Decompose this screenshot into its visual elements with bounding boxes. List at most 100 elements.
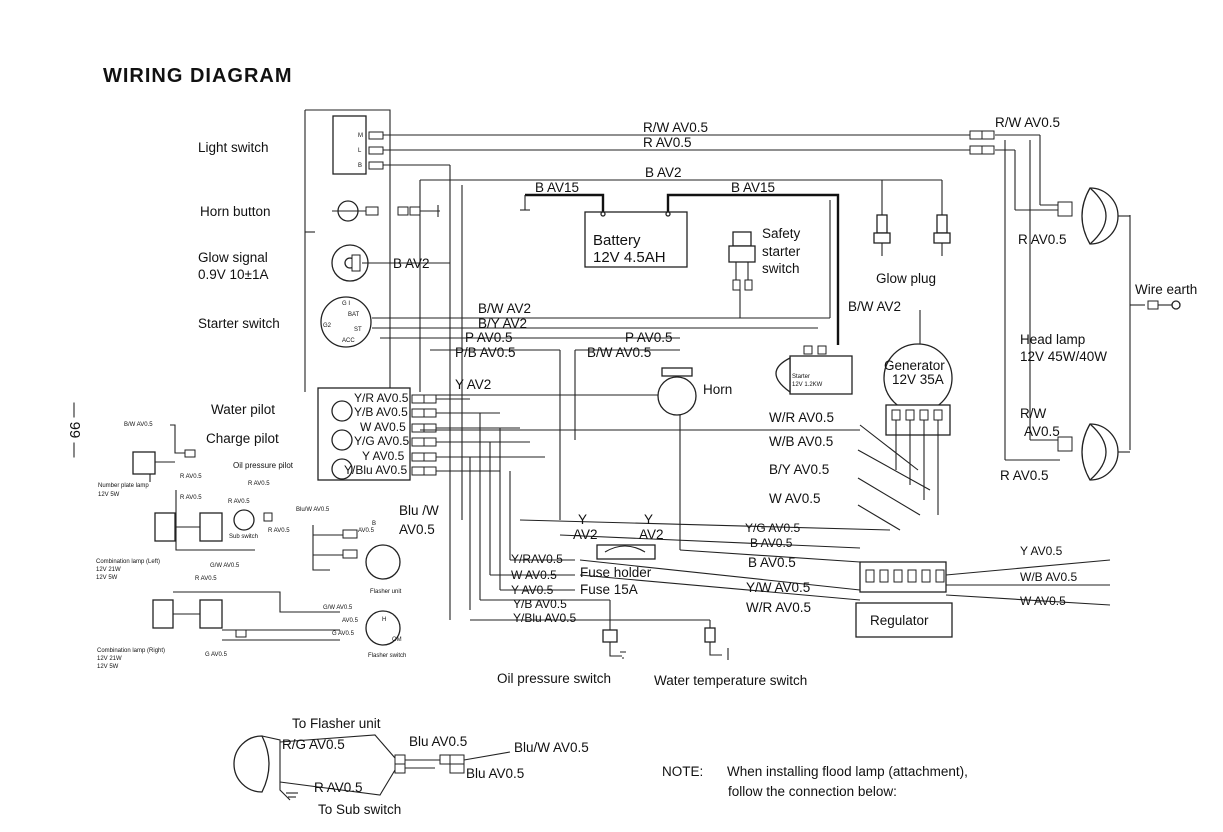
wire-w-av05-bot: W AV0.5	[511, 568, 557, 582]
wire-y-reg-r: Y AV0.5	[1020, 544, 1063, 558]
wire-by-gen: B/Y AV0.5	[769, 462, 829, 477]
water-temp-switch-label: Water temperature switch	[654, 673, 807, 688]
wire-p-av05-left: P AV0.5	[465, 330, 513, 345]
g-av05-right-wire: G AV0.5	[205, 652, 228, 658]
comb-lamp-left-spec1: 12V 21W	[96, 567, 121, 573]
wire-wb-reg-r: W/B AV0.5	[1020, 570, 1077, 584]
pilot-yr: Y/R AV0.5	[354, 391, 409, 405]
wire-b-reg-2: B AV0.5	[748, 555, 796, 570]
note-line1: When installing flood lamp (attachment),	[727, 764, 968, 779]
wire-b-reg-1: B AV0.5	[750, 536, 793, 550]
blu-w-small-wire: Blu/W AV0.5	[296, 507, 330, 513]
comb-lamp-left-spec2: 12V 5W	[96, 575, 118, 581]
oil-pressure-switch	[602, 629, 626, 659]
starter-switch: G I BAT G2 ST ACC	[320, 296, 372, 348]
number-plate-lamp-label: Number plate lamp	[98, 483, 149, 489]
wire-earth	[1147, 300, 1181, 310]
horn-button-label: Horn button	[200, 204, 271, 219]
glow-signal-spec: 0.9V 10±1A	[198, 267, 268, 282]
comb-lamp-left	[154, 490, 273, 551]
svg-text:M: M	[358, 133, 363, 139]
inset-blu-2: Blu AV0.5	[466, 766, 524, 781]
wire-y-av05-bot: Y AV0.5	[511, 583, 554, 597]
svg-text:BAT: BAT	[348, 312, 360, 318]
page-number: — 99 —	[66, 402, 83, 457]
g-av05-fs-wire: G AV0.5	[332, 631, 355, 637]
glow-plug-label: Glow plug	[876, 271, 936, 286]
starter-label: Starter	[792, 374, 810, 380]
wire-y-fuse-3: Y	[644, 512, 653, 527]
pilot-lamps	[317, 387, 437, 481]
safety-switch-label-3: switch	[762, 261, 800, 276]
comb-lamp-right-spec2: 12V 5W	[97, 664, 119, 670]
generator-label: Generator	[884, 358, 945, 373]
wire-bw-av2: B/W AV2	[478, 301, 531, 316]
fuse-holder	[596, 544, 656, 560]
charge-pilot-label: Charge pilot	[206, 431, 279, 446]
safety-starter-switch	[728, 231, 756, 291]
wire-blu-w-1: Blu /W	[399, 503, 439, 518]
svg-text:G2: G2	[323, 323, 332, 329]
wire-yg-reg: Y/G AV0.5	[745, 521, 800, 535]
flasher-switch-label: Flasher switch	[368, 653, 406, 659]
comb-lamp-right	[152, 591, 340, 641]
flasher-unit-label: Flasher unit	[370, 589, 402, 595]
gw-av05-fs-wire: G/W AV0.5	[323, 605, 353, 611]
battery-cables	[520, 193, 840, 345]
svg-text:ACC: ACC	[342, 338, 355, 344]
water-pilot-label: Water pilot	[211, 402, 275, 417]
number-plate-lamp-spec: 12V 5W	[98, 492, 120, 498]
wire-p-av05-right: P AV0.5	[625, 330, 673, 345]
pilot-yb: Y/B AV0.5	[354, 405, 408, 419]
wire-labels: R/W AV0.5 R AV0.5 B AV2 B AV15 B AV15 B …	[393, 115, 1077, 625]
light-switch-label: Light switch	[198, 140, 269, 155]
wire-b-av15-left: B AV15	[535, 180, 579, 195]
wire-blu-w-2: AV0.5	[399, 522, 435, 537]
wire-yblu-av05-bot: Y/Blu AV0.5	[513, 611, 576, 625]
flood-lamp-inset	[233, 734, 511, 801]
safety-switch-label-2: starter	[762, 244, 801, 259]
diagram-title: WIRING DIAGRAM	[103, 65, 293, 87]
svg-text:L: L	[358, 148, 362, 154]
starter-switch-label: Starter switch	[198, 316, 280, 331]
wire-wr-reg: W/R AV0.5	[746, 600, 811, 615]
regulator-label: Regulator	[870, 613, 929, 628]
head-lamp-upper	[1057, 187, 1130, 245]
wire-y-av2: Y AV2	[455, 377, 491, 392]
fs-h-terminal: H	[382, 617, 386, 623]
inset-to-flasher: To Flasher unit	[292, 716, 381, 731]
wire-y-fuse-1: Y	[578, 512, 587, 527]
wire-y-fuse-2: AV2	[573, 527, 598, 542]
wire-pb-av05: P/B AV0.5	[455, 345, 516, 360]
starter-spec: 12V 1.2KW	[792, 382, 823, 388]
comb-lamp-right-label: Combination lamp (Right)	[97, 648, 165, 654]
wire-r-head: R AV0.5	[1018, 232, 1067, 247]
fs-om-terminal: OM	[392, 637, 402, 643]
wire-bw-av05: B/W AV0.5	[587, 345, 651, 360]
np-bw-wire: B/W AV0.5	[124, 422, 153, 428]
wire-yb-av05-bot: Y/B AV0.5	[513, 597, 567, 611]
head-lamp-lower	[1057, 423, 1130, 481]
np-r3-wire: R AV0.5	[228, 499, 250, 505]
battery	[584, 211, 688, 268]
pilot-y: Y AV0.5	[362, 449, 405, 463]
gw-left-wire: G/W AV0.5	[210, 563, 240, 569]
wire-yr-av05: Y/RAV0.5	[511, 552, 563, 566]
comb-lamp-right-spec1: 12V 21W	[97, 656, 122, 662]
wire-rw-head: R/W AV0.5	[995, 115, 1060, 130]
starter-motor	[775, 345, 853, 395]
main-harness	[362, 134, 1145, 640]
battery-spec: 12V 4.5AH	[593, 249, 666, 266]
comb-lamp-left-label: Combination lamp (Left)	[96, 559, 160, 565]
r-av05-sub-wire: R AV0.5	[268, 528, 290, 534]
svg-text:B: B	[358, 163, 362, 169]
inset-blu-1: Blu AV0.5	[409, 734, 467, 749]
inset-rg: R/G AV0.5	[282, 737, 345, 752]
inset-blu-w: Blu/W AV0.5	[514, 740, 589, 755]
light-switch: M L B	[332, 115, 384, 175]
flasher-av05-wire: AV0.5	[358, 528, 375, 534]
wire-rw-head2-2: AV0.5	[1024, 424, 1060, 439]
note-line2: follow the connection below:	[728, 784, 897, 799]
wire-wr-gen: W/R AV0.5	[769, 410, 834, 425]
